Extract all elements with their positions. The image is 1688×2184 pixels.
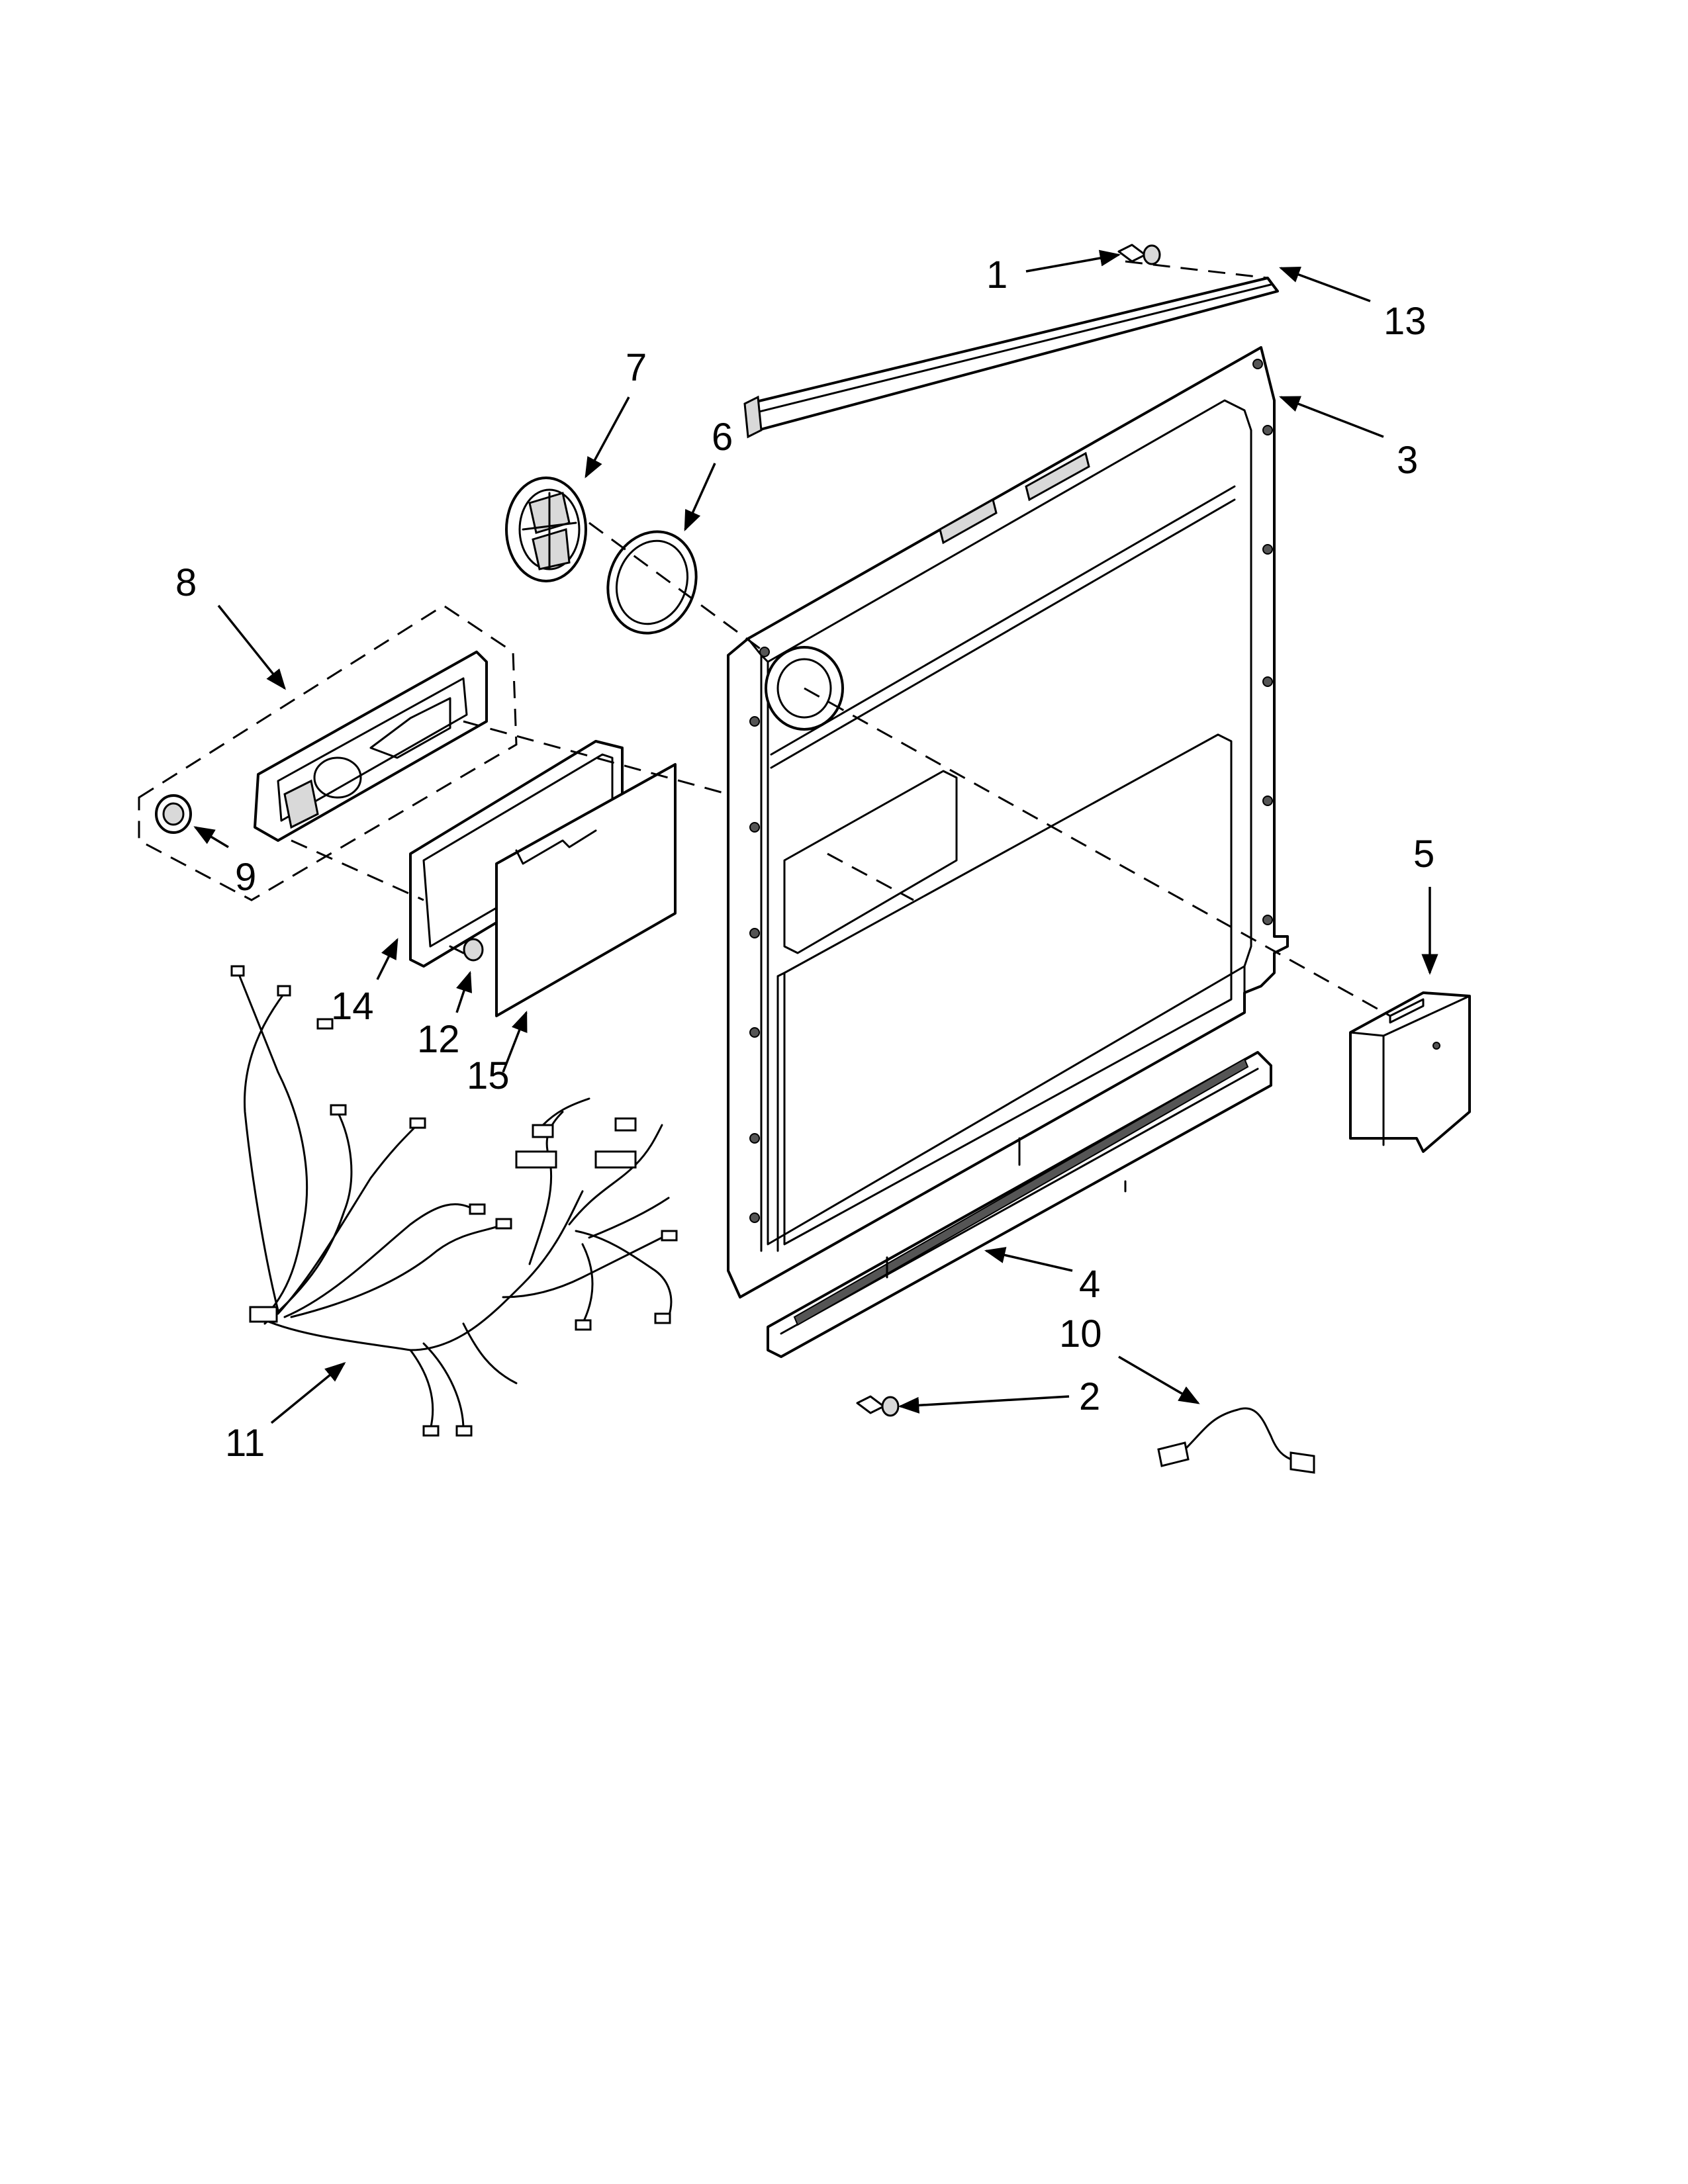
callout-4: 4 — [1079, 1263, 1100, 1306]
vent-cover-part-5 — [1349, 991, 1471, 1153]
screw-part-1 — [1117, 244, 1161, 265]
callout-7: 7 — [626, 346, 647, 389]
gasket-ring-part-6 — [606, 530, 698, 635]
callout-5: 5 — [1413, 833, 1434, 876]
board-cover-part-15 — [495, 763, 677, 1017]
callout-15: 15 — [467, 1054, 510, 1097]
callout-labels: 1 2 3 4 5 6 7 8 9 10 11 12 13 14 15 — [175, 253, 1434, 1465]
callout-14: 14 — [331, 985, 374, 1028]
knob-part-9 — [155, 794, 192, 834]
callout-10: 10 — [1059, 1312, 1102, 1355]
harness-connectors — [230, 965, 678, 1437]
top-trim-strip-part-13 — [743, 277, 1279, 439]
dispenser-cap-part-7 — [505, 477, 587, 582]
screw-part-12 — [449, 938, 484, 962]
callout-8: 8 — [175, 561, 197, 604]
wire-harness-part-11 — [230, 965, 678, 1437]
wire-jumper-part-10 — [1157, 1407, 1315, 1474]
screw-part-2 — [856, 1395, 900, 1417]
callout-13: 13 — [1383, 300, 1427, 343]
callout-12: 12 — [417, 1018, 460, 1061]
inner-door-panel-part-3 — [727, 346, 1289, 1298]
callout-leaders — [193, 250, 1438, 1424]
alignment-lines — [291, 260, 1391, 1017]
callout-2: 2 — [1079, 1375, 1100, 1418]
bottom-vent-strip-part-4 — [767, 1051, 1272, 1358]
callout-11: 11 — [225, 1422, 265, 1465]
panel-mounting-holes — [749, 359, 1273, 1223]
callout-9: 9 — [235, 856, 256, 899]
callout-1: 1 — [986, 253, 1008, 296]
callout-3: 3 — [1397, 439, 1418, 482]
console-housing-part-8 — [138, 604, 518, 901]
callout-6: 6 — [712, 416, 733, 459]
